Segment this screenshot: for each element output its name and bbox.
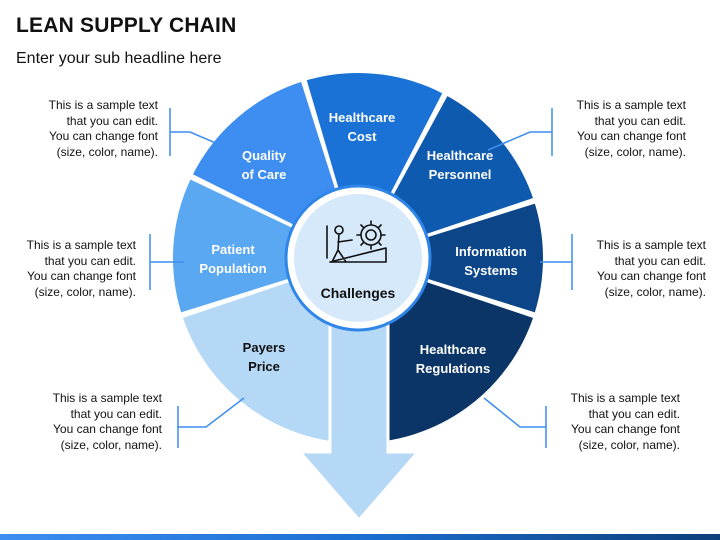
note-line: You can change font [27, 269, 136, 283]
note-line: This is a sample text [26, 238, 136, 252]
connector-line [149, 234, 184, 290]
note-line: This is a sample text [52, 391, 162, 405]
note-line: that you can edit. [614, 253, 706, 268]
connector-line [487, 108, 553, 156]
segment-label-line: Quality [241, 148, 287, 163]
note-middle-left: This is a sample text that you can edit.… [0, 238, 136, 300]
segment-label-line: Population [199, 261, 267, 276]
note-connectors [149, 108, 573, 448]
segment-label-line: Cost [347, 129, 377, 144]
note-line: that you can edit. [594, 113, 686, 128]
note-top-left: This is a sample text that you can edit.… [8, 98, 158, 160]
connector-line [483, 397, 547, 448]
note-line: You can change font [53, 422, 162, 436]
bottom-accent-bar [0, 534, 720, 540]
center-label: Challenges [320, 285, 396, 301]
note-line: (size, color, name). [578, 437, 680, 452]
page-subtitle: Enter your sub headline here [16, 50, 222, 67]
note-line: that you can edit. [66, 113, 158, 128]
segment-label-line: Personnel [428, 167, 492, 182]
connector-line [169, 108, 233, 156]
note-line: (size, color, name). [56, 144, 158, 159]
note-middle-right: This is a sample text that you can edit.… [556, 238, 706, 300]
note-line: (size, color, name). [60, 437, 162, 452]
note-line: You can change font [577, 129, 686, 143]
note-line: You can change font [597, 269, 706, 283]
wheel-segments [171, 71, 545, 446]
note-line: (size, color, name). [584, 144, 686, 159]
segment-label-line: Payers [242, 340, 286, 355]
page-title: LEAN SUPPLY CHAIN [16, 14, 237, 37]
gear-climb-icon [326, 220, 387, 263]
connector-line [177, 397, 245, 448]
segment-label-line: Regulations [415, 361, 491, 376]
segment-label: Quality of Care [204, 146, 324, 184]
note-bottom-left: This is a sample text that you can edit.… [12, 391, 162, 453]
note-bottom-right: This is a sample text that you can edit.… [530, 391, 680, 453]
note-line: This is a sample text [596, 238, 706, 252]
segment-label-line: Healthcare [426, 148, 494, 163]
note-line: that you can edit. [70, 406, 162, 421]
note-line: This is a sample text [570, 391, 680, 405]
center-inner-circle [294, 194, 422, 322]
note-line: (size, color, name). [34, 284, 136, 299]
note-line: You can change font [49, 129, 158, 143]
note-line: that you can edit. [588, 406, 680, 421]
note-line: that you can edit. [44, 253, 136, 268]
segment-label-line: Healthcare [328, 110, 396, 125]
note-line: This is a sample text [576, 98, 686, 112]
note-line: This is a sample text [48, 98, 158, 112]
segment-label-line: Healthcare [419, 342, 487, 357]
note-line: (size, color, name). [604, 284, 706, 299]
segment-label-line: Patient [211, 242, 255, 257]
segment-label-line: of Care [241, 167, 287, 182]
connector-line [540, 234, 573, 290]
segment-label-line: Price [248, 359, 280, 374]
segment-label-line: Information [455, 244, 527, 259]
note-line: You can change font [571, 422, 680, 436]
segment-label-line: Systems [464, 263, 518, 278]
note-top-right: This is a sample text that you can edit.… [536, 98, 686, 160]
